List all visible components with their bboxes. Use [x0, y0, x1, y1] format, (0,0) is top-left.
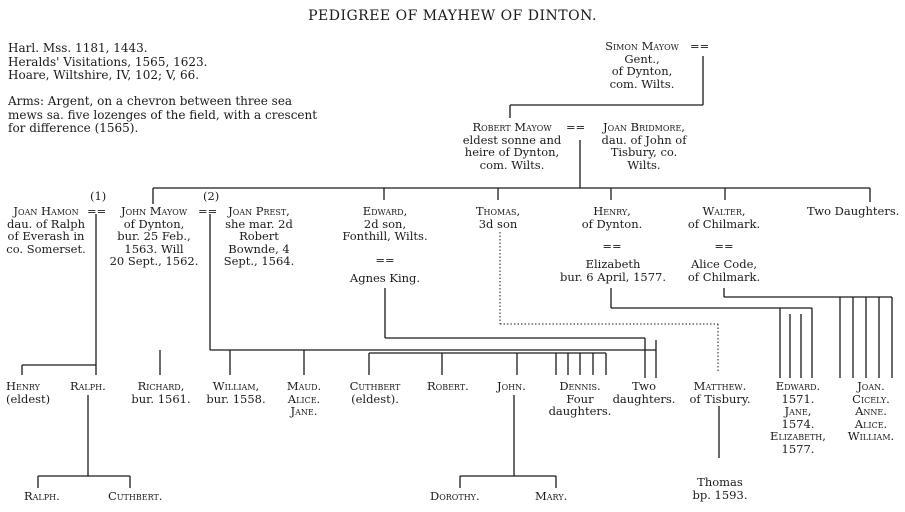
arms-line: for difference (1565).: [8, 121, 139, 135]
person-henry-eldest: Henry (eldest): [6, 379, 51, 406]
marriage-sign: ==: [602, 239, 622, 253]
person-robert: Robert.: [427, 379, 469, 393]
source-line: Heralds' Visitations, 1565, 1623.: [8, 54, 208, 69]
source-line: Harl. Mss. 1181, 1443.: [8, 41, 148, 55]
marriage-sign: ==: [690, 39, 710, 53]
person-maud-alice-jane: Maud. Alice. Jane.: [286, 379, 322, 418]
person-ralph: Ralph.: [70, 379, 106, 393]
person-william: William, bur. 1558.: [206, 379, 266, 406]
marriage-sign: ==: [375, 253, 395, 267]
marriage-sign: ==: [198, 204, 218, 218]
person-elizabeth: Elizabeth bur. 6 April, 1577.: [559, 257, 667, 284]
marriage-sign: ==: [714, 239, 734, 253]
person-thomas: Thomas, 3d son: [475, 204, 521, 231]
arms-line: mews sa. five lozenges of the field, wit…: [8, 107, 318, 122]
marriage-number-1: (1): [90, 189, 107, 203]
person-agnes-king: Agnes King.: [349, 271, 421, 285]
person-walter: Walter, of Chilmark.: [687, 204, 761, 231]
person-mary: Mary.: [535, 489, 568, 503]
person-ralph-gen5: Ralph.: [24, 489, 60, 503]
marriage-sign: ==: [566, 120, 586, 134]
person-robert-mayow: Robert Mayow eldest sonne and heire of D…: [462, 120, 562, 172]
person-john: John.: [497, 379, 526, 393]
person-joan-prest: Joan Prest, she mar. 2d Robert Bownde, 4…: [223, 204, 295, 268]
person-thomas-gen5: Thomas bp. 1593.: [692, 475, 748, 502]
marriage-sign: ==: [87, 204, 107, 218]
person-matthew: Matthew. of Tisbury.: [689, 379, 751, 406]
person-edward-jane-elizabeth: Edward. 1571. Jane, 1574. Elizabeth, 157…: [770, 379, 826, 456]
page-title: PEDIGREE OF MAYHEW OF DINTON.: [308, 8, 597, 24]
person-two-daughters: Two Daughters.: [807, 204, 900, 218]
marriage-number-2: (2): [203, 189, 220, 203]
person-joan-bridmore: Joan Bridmore, dau. of John of Tisbury, …: [601, 120, 687, 172]
person-cuthbert-gen5: Cuthbert.: [108, 489, 163, 503]
arms-description: Arms: Argent, on a chevron between three…: [8, 94, 318, 136]
person-dorothy: Dorothy.: [430, 489, 480, 503]
arms-line: Arms: Argent, on a chevron between three…: [8, 94, 293, 108]
person-joan-hamon: Joan Hamon dau. of Ralph of Everash in c…: [6, 204, 86, 256]
sources: Harl. Mss. 1181, 1443. Heralds' Visitati…: [8, 41, 208, 83]
source-line: Hoare, Wiltshire, IV, 102; V, 66.: [8, 68, 200, 82]
person-simon-mayow: Simon Mayow Gent., of Dynton, com. Wilts…: [605, 39, 679, 91]
person-two-daughters-gen4: Two daughters.: [612, 379, 676, 406]
person-richard: Richard, bur. 1561.: [131, 379, 191, 406]
person-cuthbert-eldest: Cuthbert (eldest).: [349, 379, 401, 406]
person-john-mayow: John Mayow of Dynton, bur. 25 Feb., 1563…: [109, 204, 199, 268]
person-alice-code: Alice Code, of Chilmark.: [687, 257, 761, 284]
person-henry: Henry, of Dynton.: [581, 204, 643, 231]
person-edward: Edward, 2d son, Fonthill, Wilts.: [342, 204, 428, 243]
person-joan-group: Joan. Cicely. Anne. Alice. William.: [847, 379, 895, 443]
person-dennis: Dennis. Four daughters.: [548, 379, 612, 418]
